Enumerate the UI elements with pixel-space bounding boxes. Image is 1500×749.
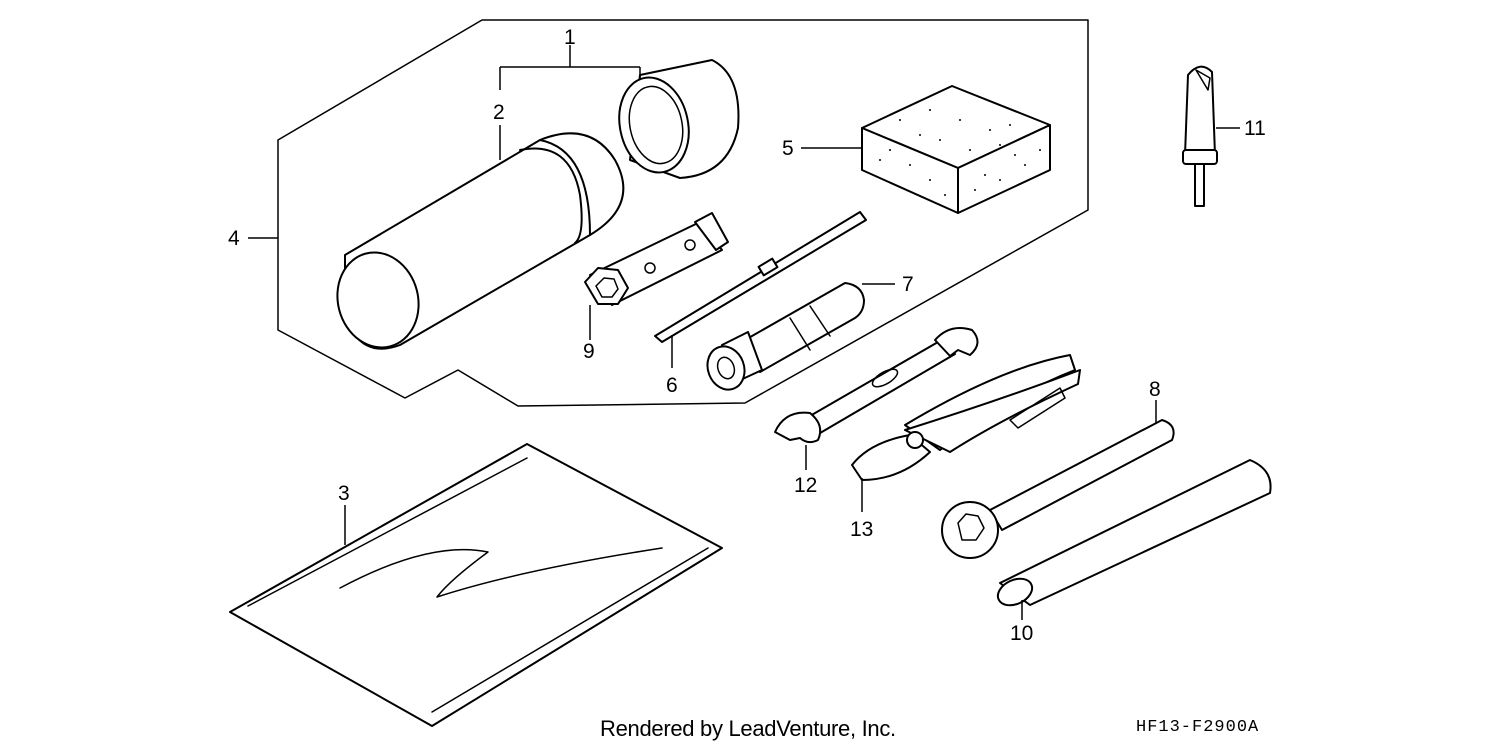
open-end-wrench [774, 327, 979, 444]
screwdriver-grip [706, 282, 865, 391]
tool-set-boundary [277, 19, 1089, 407]
tool-case-tube [336, 132, 625, 350]
wrench-handle [996, 459, 1272, 607]
sponge-block [861, 85, 1051, 214]
ring-wrench [941, 419, 1175, 559]
callout-8: 8 [1149, 378, 1161, 401]
callout-7: 7 [902, 273, 914, 296]
tool-case-cap [618, 59, 740, 179]
callout-5: 5 [782, 137, 794, 160]
callout-13: 13 [850, 518, 873, 541]
pliers [851, 354, 1081, 481]
callout-3: 3 [338, 482, 350, 505]
callout-2: 2 [493, 101, 505, 124]
screwdriver [654, 211, 867, 343]
leader-lines [248, 45, 1240, 620]
callout-12: 12 [794, 474, 817, 497]
figure-code: HF13-F2900A [1136, 718, 1260, 737]
callout-1: 1 [564, 26, 576, 49]
spark-plug-wrench [584, 212, 729, 306]
callout-4: 4 [228, 227, 240, 250]
callout-9: 9 [583, 340, 595, 363]
callout-10: 10 [1010, 622, 1033, 645]
callout-6: 6 [666, 374, 678, 397]
valve-core-tool [1182, 65, 1218, 207]
callout-11: 11 [1244, 117, 1266, 140]
manual-envelope [229, 443, 723, 727]
render-credit: Rendered by LeadVenture, Inc. [600, 716, 896, 741]
